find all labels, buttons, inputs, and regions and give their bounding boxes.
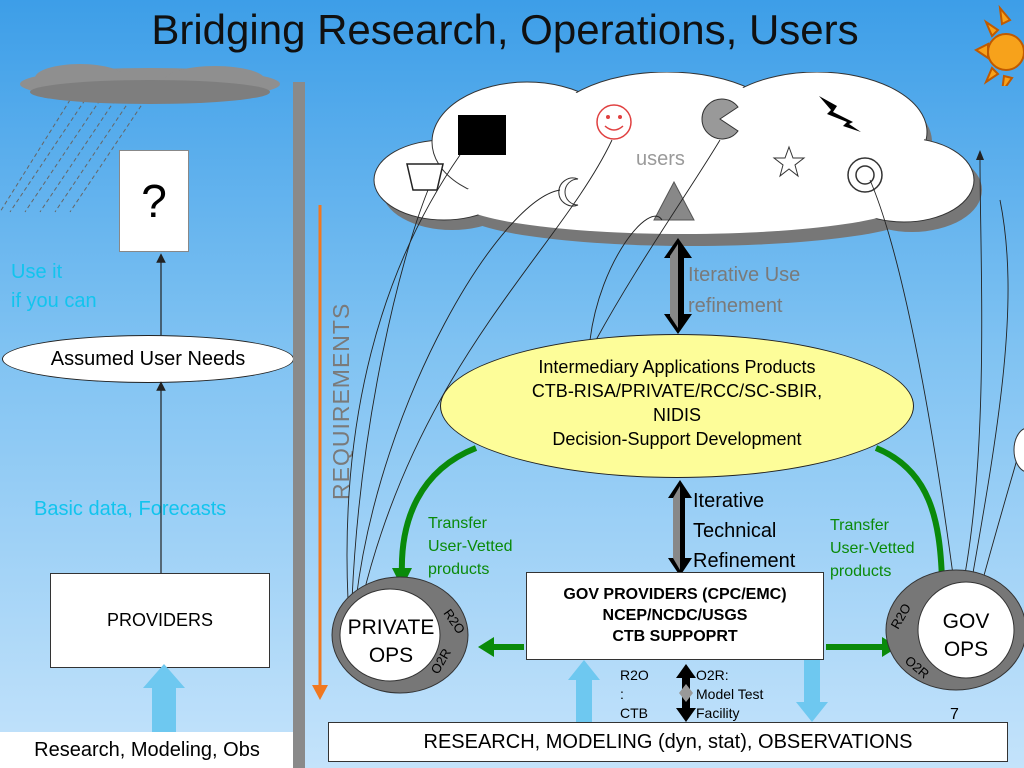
iterative-technical-label: Iterative Technical Refinement xyxy=(693,490,796,572)
private-ops-ring: R2O O2R xyxy=(331,576,469,694)
bottom-research-box: Research, Modeling, Obs xyxy=(0,732,294,768)
iterative-use-arrow xyxy=(664,238,692,334)
intermediary-applications-ellipse: Intermediary Applications Products CTB-R… xyxy=(440,334,914,478)
o2r-facility-label: O2R: Model Test Facility xyxy=(696,667,764,721)
left-flow-arrows xyxy=(143,253,185,732)
requirements-arrow xyxy=(312,205,328,700)
assumed-user-needs: Assumed User Needs xyxy=(2,335,294,383)
triangle-icon xyxy=(653,180,695,221)
question-mark: ? xyxy=(141,175,167,227)
star-icon xyxy=(772,145,806,178)
use-it-note: Use it if you can xyxy=(11,261,97,312)
smiley-face-icon xyxy=(596,104,632,140)
gov-ops-ring: R2O O2R xyxy=(885,569,1024,691)
research-bar: RESEARCH, MODELING (dyn, stat), OBSERVAT… xyxy=(328,722,1008,762)
sun-icon xyxy=(974,4,1024,86)
gov-ops-label: GOV OPS xyxy=(942,610,990,661)
square-icon xyxy=(458,115,506,155)
iterative-use-label: Iterative Use refinement xyxy=(688,264,801,317)
basic-data-label: Basic data, Forecasts xyxy=(34,498,227,520)
divider-bar xyxy=(293,82,305,768)
moon-icon xyxy=(558,177,579,207)
target-icon xyxy=(847,157,883,193)
transfer-left-label: Transfer User-Vetted products xyxy=(428,515,513,578)
providers-box: PROVIDERS xyxy=(50,573,270,668)
transfer-right-label: Transfer User-Vetted products xyxy=(830,517,915,580)
small-cloud-edge xyxy=(1013,428,1024,472)
private-ops-label: PRIVATE OPS xyxy=(347,616,435,667)
gov-providers-box: GOV PROVIDERS (CPC/EMC) NCEP/NCDC/USGS C… xyxy=(526,572,824,660)
lightning-icon xyxy=(819,96,861,132)
users-label: users xyxy=(636,148,685,170)
page-number: 7 xyxy=(950,706,959,723)
r2o-o2r-arrow xyxy=(676,664,696,722)
unknown-user-box: ? xyxy=(119,150,189,252)
pacman-icon xyxy=(701,98,739,140)
iterative-technical-arrow xyxy=(668,480,692,576)
r2o-ctb-label: R2O : CTB xyxy=(620,667,649,721)
page-title: Bridging Research, Operations, Users xyxy=(151,6,859,53)
rain-cloud-icon xyxy=(0,64,280,213)
